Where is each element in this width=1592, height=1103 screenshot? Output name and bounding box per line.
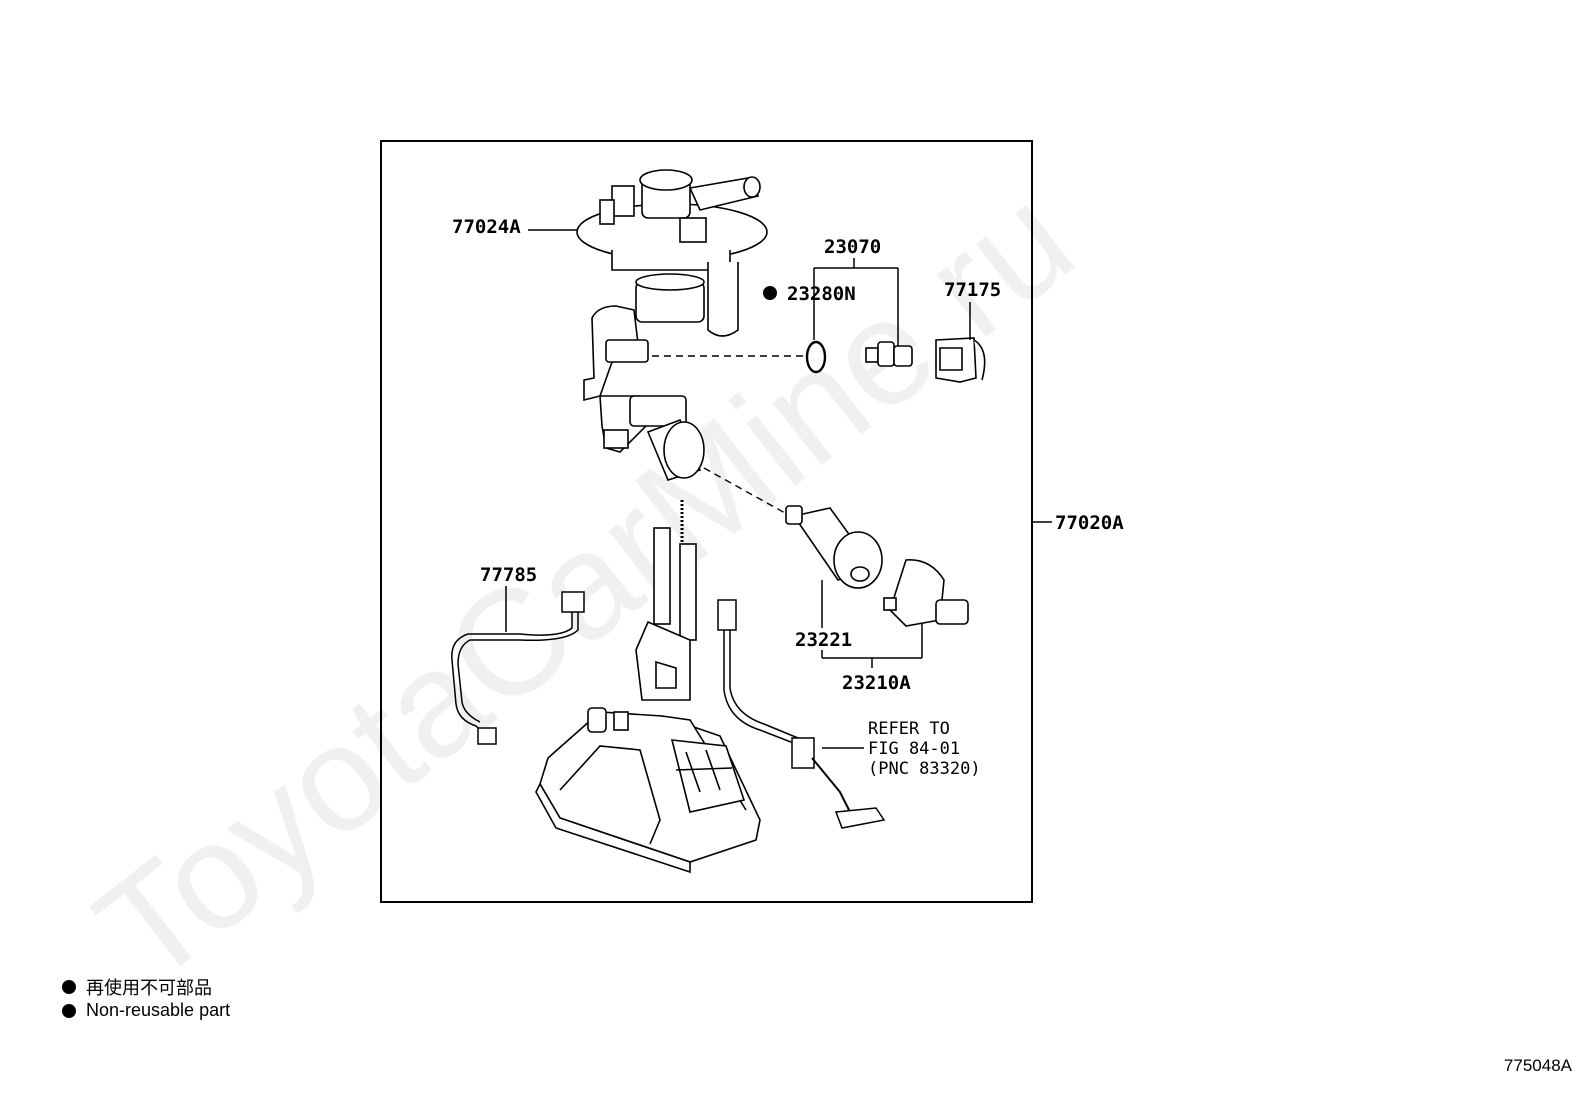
sender-plate-module <box>576 169 768 481</box>
guide-rail-part <box>635 500 697 701</box>
legend-english-text: Non-reusable part <box>86 1000 231 1020</box>
pump-bracket-part[interactable] <box>883 559 969 627</box>
group-23070-bracket <box>813 258 899 346</box>
refer-line-1: REFER TO <box>868 719 950 739</box>
refer-line-3: (PNC 83320) <box>868 759 981 779</box>
legend-dot-icon <box>62 980 76 994</box>
label-23280n[interactable]: 23280N <box>787 283 856 305</box>
label-23210a[interactable]: 23210A <box>842 672 911 694</box>
legend-japanese-text: 再使用不可部品 <box>86 978 212 998</box>
sub-tank-part <box>535 707 761 874</box>
legend-english: Non-reusable part <box>62 1000 230 1021</box>
legend-japanese: 再使用不可部品 <box>62 974 212 1000</box>
legend-dot-icon <box>62 1003 76 1018</box>
o-ring-part[interactable] <box>805 340 827 374</box>
non-reusable-dot-icon <box>763 286 777 300</box>
wire-harness-part[interactable] <box>451 591 585 745</box>
label-23221[interactable]: 23221 <box>795 629 852 651</box>
refer-line-2: FIG 84-01 <box>868 739 960 759</box>
sender-gauge-part[interactable] <box>717 599 886 829</box>
axis-dash-lower <box>703 467 795 519</box>
label-77020a[interactable]: 77020A <box>1055 512 1124 534</box>
group-23210a-bracket <box>821 580 923 668</box>
regulator-part[interactable] <box>865 341 913 367</box>
label-77175[interactable]: 77175 <box>944 279 1001 301</box>
fuel-pump-part[interactable] <box>785 505 883 589</box>
label-77024a[interactable]: 77024A <box>452 216 521 238</box>
clip-part[interactable] <box>935 337 986 383</box>
figure-code: 775048A <box>1503 1056 1572 1075</box>
label-23070[interactable]: 23070 <box>824 236 881 258</box>
label-77785[interactable]: 77785 <box>480 564 537 586</box>
